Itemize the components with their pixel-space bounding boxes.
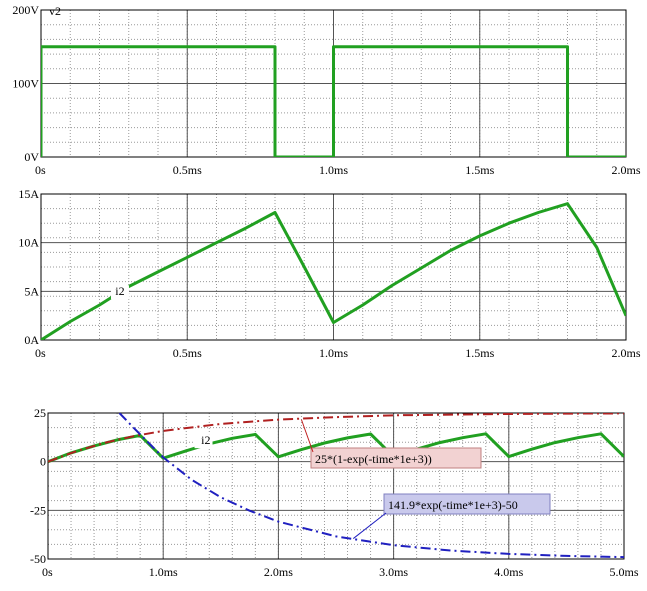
plot-frame: [40, 193, 627, 341]
x-tick-label: 4.0ms: [494, 565, 523, 579]
series-line-1: [48, 413, 624, 463]
y-tick-label: 0: [40, 455, 46, 469]
x-tick-label: 0s: [35, 346, 46, 360]
y-tick-label: 100V: [12, 77, 39, 91]
annotation-arrow-red: [300, 419, 314, 453]
trace-label-i2-third: i2: [201, 433, 210, 447]
x-tick-label: 5.0ms: [609, 565, 638, 579]
y-tick-label: 0A: [24, 333, 39, 347]
y-tick-label: 15A: [18, 187, 39, 201]
x-tick-label: 1.0ms: [319, 163, 348, 177]
x-tick-label: 1.5ms: [465, 346, 494, 360]
x-tick-label: 3.0ms: [379, 565, 408, 579]
annotation-arrow-blue: [352, 512, 387, 539]
x-tick-label: 2.0ms: [264, 565, 293, 579]
grid: [40, 193, 627, 341]
y-tick-label: 200V: [12, 3, 39, 17]
x-tick-label: 0.5ms: [173, 346, 202, 360]
trace-label-bg: [194, 434, 213, 449]
series-line-2: [118, 413, 624, 559]
v2-panel: 0s 0.5ms 1.0ms 1.5ms 2.0ms 0V 100V 200V: [12, 3, 640, 177]
annotation-label-blue: 141.9*exp(-time*1e+3)-50: [388, 498, 518, 512]
x-tick-label: 0s: [42, 565, 53, 579]
annotation-label-red: 25*(1-exp(-time*1e+3)): [315, 452, 432, 466]
i2-panel: 0s 0.5ms 1.0ms 1.5ms 2.0ms 0A 5A 10A 15A: [18, 187, 640, 360]
annotation-box-red: [310, 447, 482, 469]
x-tick-label: 0.5ms: [173, 163, 202, 177]
x-tick-label: 1.0ms: [319, 346, 348, 360]
annotation-box-blue: [383, 493, 551, 515]
y-tick-label: -50: [30, 552, 46, 566]
x-tick-label: 2.0ms: [611, 163, 640, 177]
y-tick-label: -25: [30, 503, 46, 517]
x-tick-label: 0s: [35, 163, 46, 177]
series-line-0: [41, 45, 626, 157]
y-tick-label: 25: [34, 406, 46, 420]
plot-frame: [47, 412, 625, 560]
x-tick-label: 1.0ms: [149, 565, 178, 579]
y-tick-label: 10A: [18, 236, 39, 250]
y-tick-label: 5A: [24, 284, 39, 298]
trace-label-v2: v2: [49, 4, 61, 18]
series-line-0: [41, 202, 626, 340]
x-tick-label: 1.5ms: [465, 163, 494, 177]
y-tick-label: 0V: [24, 150, 39, 164]
trace-label-i2: i2: [115, 284, 124, 298]
trace-label-bg: [110, 285, 129, 300]
x-tick-label: 2.0ms: [611, 346, 640, 360]
comparison-panel: 0s 1.0ms 2.0ms 3.0ms 4.0ms 5.0ms -50 -25 0 25: [30, 406, 639, 579]
